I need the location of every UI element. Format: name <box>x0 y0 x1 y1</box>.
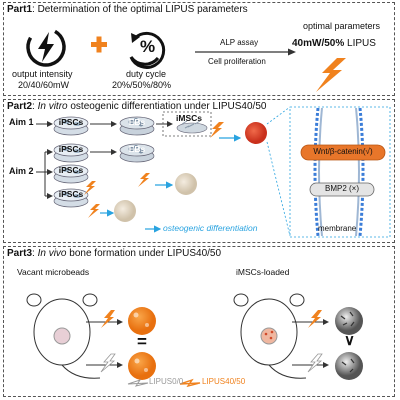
cell-proliferation-label: Cell proliferation <box>208 57 266 66</box>
membrane-bilayer <box>313 107 365 237</box>
ipscs-label-aim1: iPSCs <box>58 117 84 127</box>
beige-bead-ebs <box>175 173 197 195</box>
part1-title: Part1: Determination of the optimal LIPU… <box>7 4 248 15</box>
ipsc-dish-aim2a <box>53 143 89 163</box>
power-bolt-icon <box>26 27 66 67</box>
part1-process-arrow <box>195 48 296 56</box>
lightning-bolt-icon <box>101 310 115 328</box>
lightning-bolt-off-icon <box>307 353 323 373</box>
osteogenic-label: osteogenic differentiation <box>163 223 258 233</box>
connector-line <box>266 106 291 125</box>
vacant-label: Vacant microbeads <box>17 267 90 277</box>
alp-assay-label: ALP assay <box>220 38 259 47</box>
membrane-box <box>289 106 391 238</box>
vacant-bead-off <box>128 352 156 380</box>
imscs-bead-off <box>335 352 363 380</box>
legend-on-bolt-icon <box>179 378 201 388</box>
optimal-parameters-value: 40mW/50% LIPUS <box>292 38 376 49</box>
equal-symbol: = <box>137 332 147 351</box>
part3-panel: Part3: In vivo bone formation under LIPU… <box>3 246 395 397</box>
duty-cycle-label: duty cycle <box>126 69 167 79</box>
aim1-label: Aim 1 <box>9 117 34 127</box>
lightning-bolt-icon <box>84 181 96 195</box>
part1-panel: Part1: Determination of the optimal LIPU… <box>3 2 395 96</box>
ipsc-dish-aim1 <box>53 116 89 136</box>
imscs-label: iMSCs <box>176 113 202 123</box>
imscs-dish <box>176 120 208 134</box>
bmp2-pill <box>309 182 375 197</box>
optimal-parameters-label: optimal parameters <box>303 21 381 31</box>
output-intensity-label: output intensity <box>12 69 73 79</box>
ipscs-label-aim2b: iPSCs <box>58 165 84 175</box>
legend-off-bolt-icon <box>127 379 149 387</box>
imscs-bead-on <box>335 307 363 335</box>
wnt-label: Wnt/β-catenin(√) <box>313 147 373 156</box>
ipscs-label-aim2a: iPSCs <box>58 144 84 154</box>
percent-cycle-icon <box>129 31 166 69</box>
percent-symbol: % <box>140 37 156 56</box>
part3-title: Part3: In vivo bone formation under LIPU… <box>7 248 222 259</box>
greater-symbol: ∨ <box>344 332 355 349</box>
beige-bead-ipscs <box>114 200 136 222</box>
vacant-bead-on <box>128 307 156 335</box>
ebs-dish-aim1 <box>119 116 155 136</box>
imscs-loaded-label: iMSCs-loaded <box>236 267 290 277</box>
ipsc-dish-aim2c <box>53 188 89 208</box>
legend-on-label: LIPUS40/50 <box>202 377 246 386</box>
mouse-vacant <box>26 293 101 379</box>
connector-line <box>266 141 291 237</box>
lightning-bolt-icon <box>88 204 100 218</box>
legend-off-label: LIPUS0/0 <box>149 377 184 386</box>
red-bead <box>245 122 267 144</box>
membrane-label: membrane <box>318 224 357 233</box>
imscs-box <box>162 111 212 137</box>
duty-cycle-values: 20%/50%/80% <box>112 80 172 90</box>
lightning-bolt-icon <box>316 58 346 92</box>
part2-panel: Part2: In vitro osteogenic differentiati… <box>3 99 395 243</box>
ipsc-dish-aim2b <box>53 164 89 184</box>
output-intensity-values: 20/40/60mW <box>18 80 70 90</box>
ebs-label-aim1: EBs <box>128 117 146 127</box>
aim2-bracket <box>36 149 53 199</box>
ebs-dish-aim2 <box>119 143 155 163</box>
mouse-imscs <box>233 293 307 379</box>
lightning-bolt-icon <box>210 122 224 138</box>
lightning-bolt-icon <box>308 310 322 328</box>
lightning-bolt-icon <box>138 173 150 187</box>
part2-title: Part2: In vitro osteogenic differentiati… <box>7 101 267 112</box>
lightning-bolt-off-icon <box>100 353 116 373</box>
aim2-label: Aim 2 <box>9 166 34 176</box>
ipscs-label-aim2c: iPSCs <box>58 189 84 199</box>
ebs-label-aim2: EBs <box>128 144 146 154</box>
plus-icon <box>91 36 107 53</box>
wnt-pill <box>300 144 386 161</box>
bmp2-label: BMP2 (×) <box>324 184 359 193</box>
